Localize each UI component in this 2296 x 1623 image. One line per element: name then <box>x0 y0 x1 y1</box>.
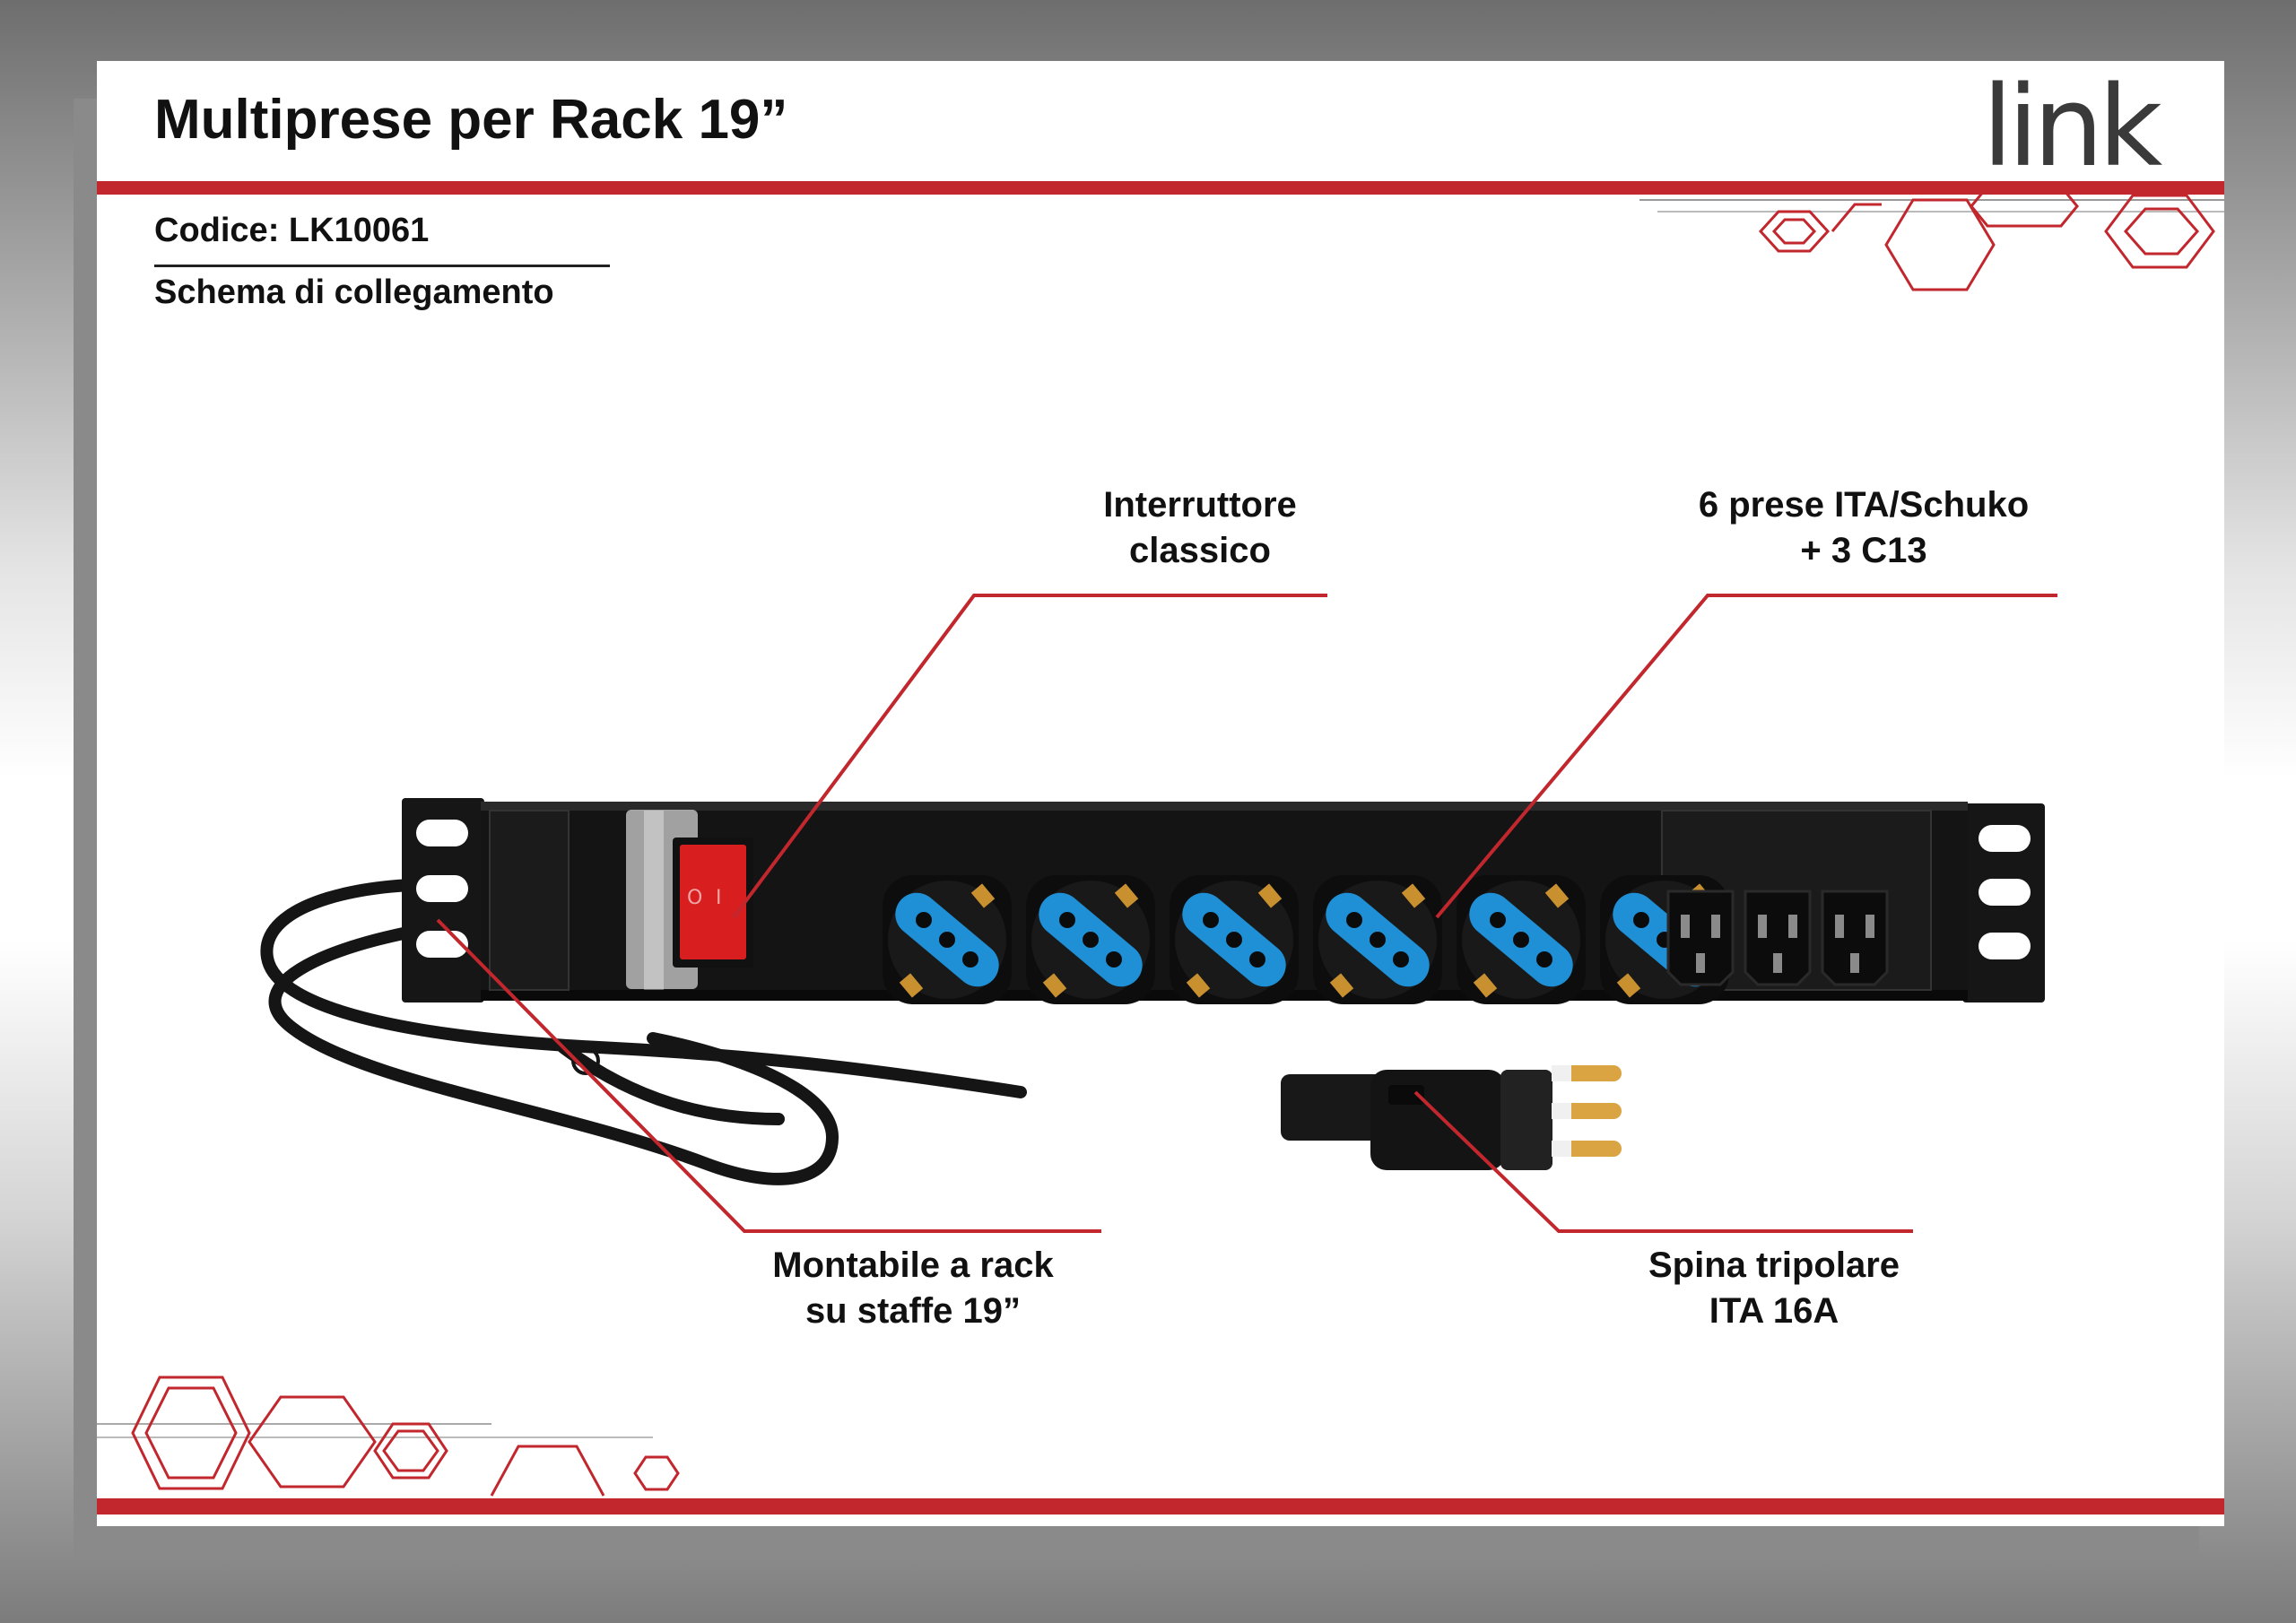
hexagon-decoration-top <box>1639 185 2224 291</box>
page-title: Multiprese per Rack 19” <box>154 89 788 151</box>
callout-plug: Spina tripolare ITA 16A <box>1568 1243 1980 1334</box>
callout-switch: Interruttore classico <box>1039 482 1361 574</box>
universal-socket <box>1313 875 1442 1004</box>
rack-leader-line <box>436 918 1101 1233</box>
header-red-band <box>97 181 2224 195</box>
footer-red-band <box>97 1498 2224 1515</box>
c13-sockets <box>1666 890 1889 986</box>
left-rack-bracket <box>402 798 484 1002</box>
sockets-leader-line <box>1435 594 2057 919</box>
universal-socket <box>883 875 1012 1004</box>
right-rack-bracket <box>1962 803 2045 1002</box>
switch-leader-line <box>732 594 1327 919</box>
callout-switch-line2: classico <box>1129 530 1271 570</box>
rocker-switch: O I <box>626 810 753 990</box>
brand-logo: link <box>1982 77 2168 185</box>
switch-off-mark: O <box>687 887 702 909</box>
callout-rack-line1: Montabile a rack <box>772 1245 1054 1285</box>
code-divider <box>154 265 610 267</box>
callout-rack-mount: Montabile a rack su staffe 19” <box>707 1243 1119 1334</box>
brand-logo-text: link <box>1982 77 2162 185</box>
callout-rack-line2: su staffe 19” <box>804 1290 1022 1331</box>
section-title: Schema di collegamento <box>154 273 554 311</box>
c13-socket <box>1821 890 1889 986</box>
callout-sockets-line1: 6 prese ITA/Schuko <box>1698 485 2030 525</box>
hexagon-decoration-bottom <box>97 1376 680 1497</box>
callout-plug-line2: ITA 16A <box>1709 1290 1839 1331</box>
callout-leader-lines <box>436 594 2057 1233</box>
switch-on-mark: I <box>716 887 722 909</box>
callout-sockets-line2: + 3 C13 <box>1800 530 1927 570</box>
product-code: Codice: LK10061 <box>154 212 430 249</box>
product-illustration: O I <box>97 185 2224 1497</box>
callout-plug-line1: Spina tripolare <box>1648 1245 1900 1285</box>
universal-socket <box>1457 875 1586 1004</box>
italian-plug <box>1281 1065 1622 1170</box>
c13-socket <box>1666 890 1735 986</box>
callout-switch-line1: Interruttore <box>1103 485 1297 525</box>
universal-socket <box>1170 875 1299 1004</box>
callout-sockets: 6 prese ITA/Schuko + 3 C13 <box>1639 482 2088 574</box>
universal-socket <box>1026 875 1155 1004</box>
plug-leader-line <box>1413 1090 1913 1233</box>
datasheet-page: Multiprese per Rack 19” link Codice: LK1… <box>97 61 2224 1526</box>
c13-socket <box>1744 890 1812 986</box>
power-cord <box>260 878 1027 1185</box>
